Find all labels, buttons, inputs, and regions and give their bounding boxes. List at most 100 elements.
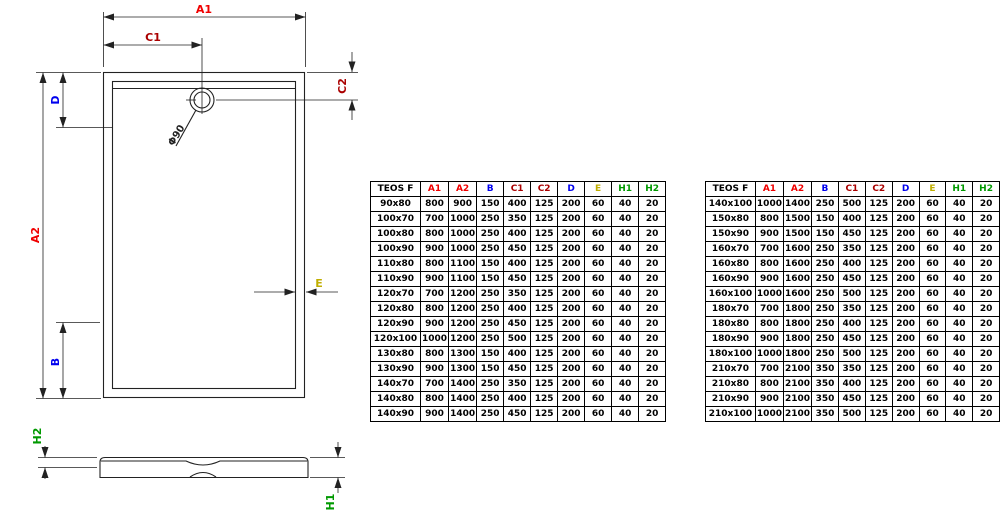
value-cell: 350 xyxy=(837,241,866,257)
value-cell: 60 xyxy=(918,346,947,362)
size-cell: 150x80 xyxy=(705,211,756,227)
value-cell: 200 xyxy=(557,256,586,272)
value-cell: 1800 xyxy=(782,301,813,317)
col-header-h1: H1 xyxy=(611,181,640,197)
value-cell: 40 xyxy=(945,376,974,392)
value-cell: 40 xyxy=(945,391,974,407)
value-cell: 250 xyxy=(811,196,839,212)
size-cell: 210x100 xyxy=(705,406,756,422)
value-cell: 20 xyxy=(638,226,667,242)
value-cell: 60 xyxy=(584,376,613,392)
value-cell: 250 xyxy=(476,241,505,257)
value-cell: 60 xyxy=(918,226,947,242)
value-cell: 60 xyxy=(584,406,613,422)
value-cell: 400 xyxy=(503,346,532,362)
value-cell: 200 xyxy=(557,346,586,362)
size-cell: 120x90 xyxy=(370,316,421,332)
value-cell: 20 xyxy=(972,196,1000,212)
label-b: B xyxy=(49,358,62,366)
value-cell: 40 xyxy=(611,241,640,257)
value-cell: 1000 xyxy=(754,286,784,302)
value-cell: 200 xyxy=(557,211,586,227)
value-cell: 350 xyxy=(811,361,839,377)
value-cell: 150 xyxy=(811,211,839,227)
value-cell: 200 xyxy=(891,196,920,212)
value-cell: 1800 xyxy=(782,316,813,332)
value-cell: 40 xyxy=(945,361,974,377)
value-cell: 700 xyxy=(754,241,784,257)
value-cell: 125 xyxy=(530,226,559,242)
value-cell: 1800 xyxy=(782,346,813,362)
value-cell: 60 xyxy=(918,256,947,272)
value-cell: 150 xyxy=(476,256,505,272)
value-cell: 200 xyxy=(891,286,920,302)
value-cell: 60 xyxy=(584,256,613,272)
value-cell: 20 xyxy=(972,316,1000,332)
value-cell: 1600 xyxy=(782,241,813,257)
size-cell: 100x90 xyxy=(370,241,421,257)
value-cell: 1200 xyxy=(448,286,478,302)
size-cell: 160x80 xyxy=(705,256,756,272)
value-cell: 60 xyxy=(584,241,613,257)
value-cell: 20 xyxy=(638,391,667,407)
value-cell: 800 xyxy=(754,211,784,227)
label-h1: H1 xyxy=(324,494,337,511)
value-cell: 450 xyxy=(503,316,532,332)
value-cell: 20 xyxy=(972,226,1000,242)
value-cell: 125 xyxy=(530,286,559,302)
value-cell: 150 xyxy=(476,361,505,377)
value-cell: 2100 xyxy=(782,406,813,422)
dimension-lines xyxy=(36,12,358,399)
dimension-labels: A1 C1 C2 D A2 B E H2 H1 Φ90 xyxy=(29,3,349,510)
value-cell: 250 xyxy=(811,271,839,287)
value-cell: 20 xyxy=(972,256,1000,272)
value-cell: 20 xyxy=(638,406,667,422)
value-cell: 20 xyxy=(638,211,667,227)
value-cell: 125 xyxy=(864,376,893,392)
value-cell: 1400 xyxy=(448,376,478,392)
value-cell: 40 xyxy=(611,256,640,272)
value-cell: 700 xyxy=(419,211,450,227)
size-cell: 180x70 xyxy=(705,301,756,317)
value-cell: 1200 xyxy=(448,316,478,332)
value-cell: 350 xyxy=(811,376,839,392)
value-cell: 60 xyxy=(918,406,947,422)
value-cell: 350 xyxy=(503,286,532,302)
value-cell: 700 xyxy=(419,376,450,392)
drain-leader-line xyxy=(175,109,197,147)
value-cell: 200 xyxy=(557,241,586,257)
value-cell: 20 xyxy=(972,331,1000,347)
size-cell: 90x80 xyxy=(370,196,421,212)
value-cell: 350 xyxy=(837,301,866,317)
value-cell: 125 xyxy=(864,301,893,317)
value-cell: 60 xyxy=(918,316,947,332)
value-cell: 200 xyxy=(557,271,586,287)
value-cell: 1100 xyxy=(448,256,478,272)
tray-inner-edge xyxy=(111,80,297,390)
value-cell: 250 xyxy=(476,226,505,242)
value-cell: 500 xyxy=(837,286,866,302)
size-cell: 120x70 xyxy=(370,286,421,302)
value-cell: 60 xyxy=(918,391,947,407)
value-cell: 450 xyxy=(837,331,866,347)
value-cell: 20 xyxy=(638,301,667,317)
value-cell: 20 xyxy=(638,286,667,302)
value-cell: 150 xyxy=(811,226,839,242)
value-cell: 125 xyxy=(864,331,893,347)
value-cell: 1600 xyxy=(782,286,813,302)
value-cell: 60 xyxy=(918,196,947,212)
value-cell: 125 xyxy=(530,271,559,287)
value-cell: 250 xyxy=(476,211,505,227)
value-cell: 900 xyxy=(419,316,450,332)
value-cell: 250 xyxy=(476,331,505,347)
